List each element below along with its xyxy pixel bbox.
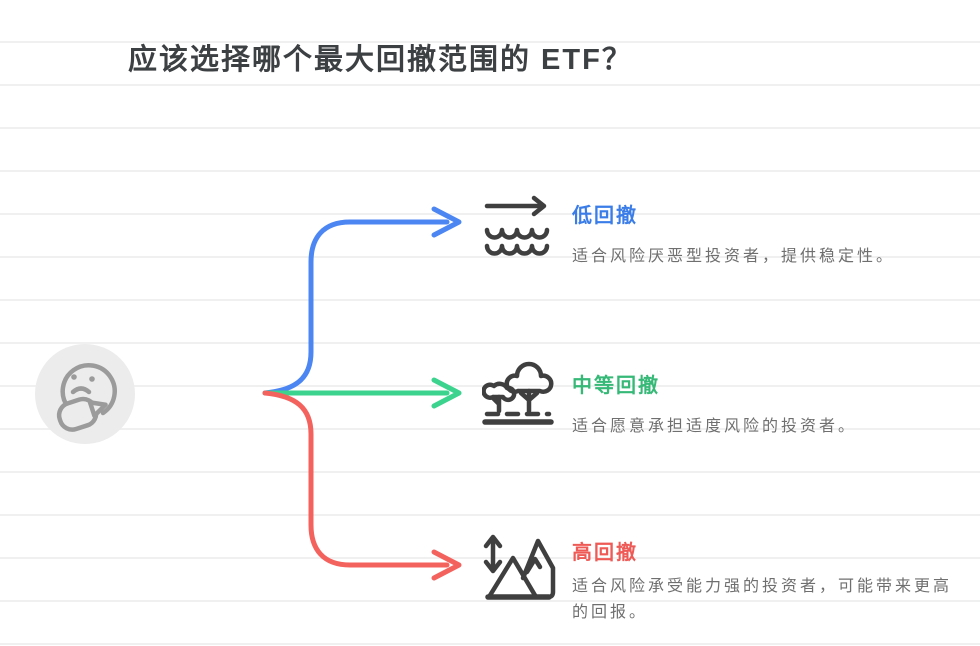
branch-description-high: 适合风险承受能力强的投资者，可能带来更高的回报。: [572, 578, 953, 621]
thinking-face-icon: [35, 344, 135, 444]
branch-label-high: 高回撤: [572, 542, 638, 564]
high-branch-connector: [262, 390, 462, 581]
branch-description-low: 适合风险厌恶型投资者，提供稳定性。: [572, 248, 896, 265]
trees-icon: [482, 361, 554, 425]
water-waves-icon: [484, 195, 550, 256]
branch-label-low: 低回撤: [572, 205, 638, 227]
low-branch-connector: [262, 206, 462, 396]
medium-branch-connector: [262, 377, 462, 409]
page-title: 应该选择哪个最大回撤范围的 ETF？: [128, 44, 633, 76]
mountains-icon: [483, 534, 556, 600]
branch-description-medium: 适合愿意承担适度风险的投资者。: [572, 418, 858, 435]
branch-label-medium: 中等回撤: [572, 375, 660, 397]
